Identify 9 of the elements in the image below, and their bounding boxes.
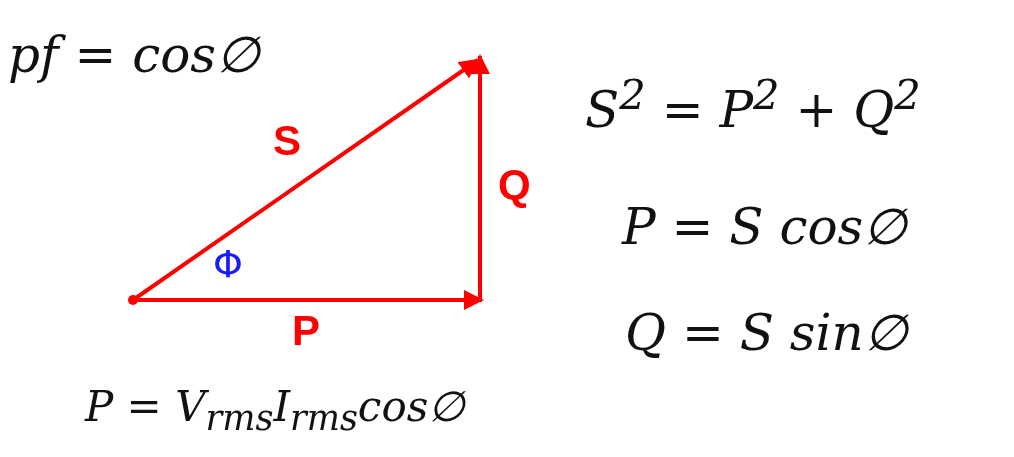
angle-symbol: Φ bbox=[213, 244, 243, 286]
vector-label: Q bbox=[498, 162, 531, 209]
vector-label: S bbox=[273, 118, 301, 165]
formula: P = V$_{rms}$I$_{rms}$cos∅ bbox=[85, 384, 466, 438]
formula: Q = S sin∅ bbox=[625, 306, 908, 361]
formula: pf = cos∅ bbox=[8, 28, 260, 83]
formula: S$^{2}$ = P$^{2}$ + Q$^{2}$ bbox=[585, 72, 921, 138]
vector-label: P bbox=[292, 308, 320, 355]
formula: P = S cos∅ bbox=[622, 200, 908, 255]
